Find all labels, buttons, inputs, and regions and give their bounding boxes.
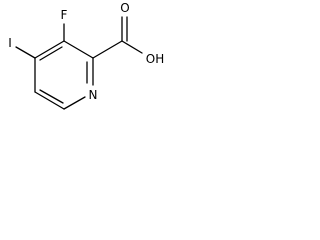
atom-label-iodine: I [8, 36, 12, 50]
bond-c4-i [15, 46, 36, 59]
substituent-bonds [15, 16, 143, 59]
bond-c-oh [121, 40, 143, 54]
atom-labels: N F I O OH [8, 1, 164, 102]
bond-c5-c6-inner [39, 89, 64, 104]
bond-c3-c4-inner [39, 46, 63, 61]
atom-label-nitrogen: N [89, 88, 98, 102]
atom-label-carbonyl-oxygen: O [120, 1, 129, 15]
pyridine-ring [34, 40, 94, 110]
atom-label-hydroxyl: OH [146, 52, 164, 66]
bond-c3-c4 [34, 40, 65, 59]
bond-c2-c3 [63, 40, 94, 59]
atom-label-fluorine: F [61, 8, 68, 22]
bond-c2-carboxyl [92, 40, 123, 59]
chemical-structure: N F I O OH [8, 1, 164, 110]
bond-c5-c6 [34, 91, 65, 110]
bond-c6-n [63, 96, 86, 110]
